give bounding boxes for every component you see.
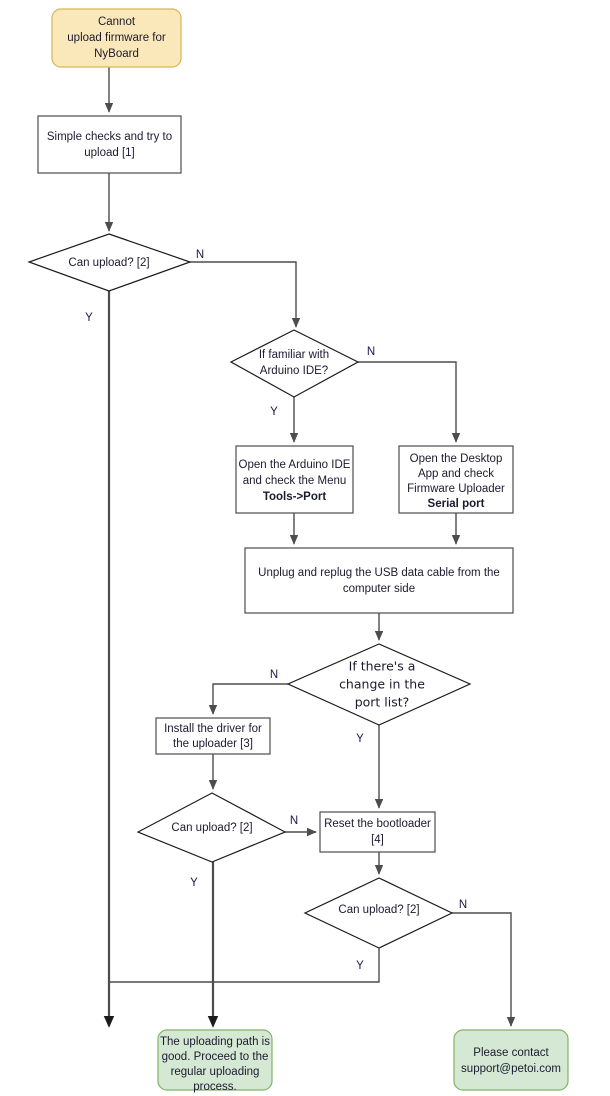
can-upload-3-shape[interactable] — [303, 877, 454, 949]
desktop-app-line-1: Open the Desktop — [410, 453, 503, 465]
node-arduino-ide[interactable]: Open the Arduino IDE and check the Menu … — [235, 445, 354, 514]
node-unplug[interactable]: Unplug and replug the USB data cable fro… — [244, 547, 514, 614]
can-upload-1-label: Can upload? [2] — [68, 257, 149, 269]
success-line-2: good. Proceed to the — [162, 1051, 269, 1063]
edge-label-familiar-ide-no: N — [367, 346, 375, 358]
contact-line-1: Please contact — [473, 1047, 549, 1059]
success-shape[interactable] — [157, 1029, 273, 1091]
node-contact[interactable]: Please contact support@petoi.com — [453, 1029, 569, 1091]
install-driver-line-2: the uploader [3] — [173, 738, 253, 750]
desktop-app-line-3: Firmware Uploader — [407, 483, 505, 495]
familiar-ide-shape[interactable] — [229, 329, 360, 398]
edge-label-can-upload-3-no: N — [459, 899, 467, 911]
desktop-app-line-2: App and check — [418, 468, 494, 480]
can-upload-1-shape[interactable] — [27, 233, 192, 292]
edge-familiar-ide-no — [358, 361, 461, 443]
start-line-1: Cannot — [98, 16, 136, 28]
unplug-line-2: computer side — [343, 583, 415, 595]
simple-checks-line-2: upload [1] — [84, 147, 135, 159]
port-change-line-2: change in the — [339, 677, 425, 692]
start-line-3: NyBoard — [94, 48, 139, 60]
edge-label-can-upload-2-no: N — [290, 815, 298, 827]
desktop-app-shape[interactable] — [398, 445, 514, 514]
edge-label-can-upload-1-yes: Y — [85, 312, 93, 324]
edge-can-upload-1-no — [190, 261, 301, 328]
node-familiar-ide[interactable]: If familiar with Arduino IDE? — [229, 329, 360, 398]
edge-label-familiar-ide-yes: Y — [270, 406, 278, 418]
reset-bootloader-line-1: Reset the bootloader — [324, 818, 431, 830]
unplug-line-1: Unplug and replug the USB data cable fro… — [258, 567, 500, 579]
start-line-2: upload firmware for — [67, 32, 166, 44]
edge-label-can-upload-2-yes: Y — [190, 877, 198, 889]
familiar-ide-line-2: Arduino IDE? — [260, 365, 328, 377]
success-line-1: The uploading path is — [160, 1036, 270, 1048]
desktop-app-serial-port: Serial port — [428, 498, 485, 510]
edge-label-port-change-no: N — [270, 669, 278, 681]
contact-shape[interactable] — [453, 1029, 569, 1091]
node-install-driver[interactable]: Install the driver for the uploader [3] — [155, 717, 271, 755]
can-upload-2-label: Can upload? [2] — [171, 822, 252, 834]
port-change-line-1: If there's a — [349, 659, 416, 674]
reset-bootloader-shape[interactable] — [319, 811, 436, 853]
node-start[interactable]: Cannot upload firmware for NyBoard — [51, 8, 182, 68]
node-reset-bootloader[interactable]: Reset the bootloader [4] — [319, 811, 436, 853]
simple-checks-shape[interactable] — [37, 115, 182, 174]
edge-group — [103, 67, 516, 1028]
arduino-ide-line-2: and check the Menu — [243, 475, 347, 487]
can-upload-3-label: Can upload? [2] — [338, 904, 419, 916]
edge-label-port-change-yes: Y — [356, 733, 364, 745]
arduino-ide-menu-path: Tools->Port — [263, 491, 327, 503]
arduino-ide-shape[interactable] — [235, 445, 354, 514]
start-shape[interactable] — [51, 8, 182, 68]
edge-can-upload-3-yes — [108, 948, 380, 983]
install-driver-shape[interactable] — [155, 717, 271, 755]
familiar-ide-line-1: If familiar with — [259, 349, 329, 361]
success-line-3: regular uploading — [171, 1066, 260, 1078]
simple-checks-line-1: Simple checks and try to — [47, 131, 172, 143]
node-success[interactable]: The uploading path is good. Proceed to t… — [157, 1029, 273, 1093]
node-simple-checks[interactable]: Simple checks and try to upload [1] — [37, 115, 182, 174]
node-can-upload-3[interactable]: Can upload? [2] — [303, 877, 454, 949]
edge-port-change-no — [208, 683, 288, 715]
node-port-change[interactable]: If there's a change in the port list? — [286, 643, 472, 726]
port-change-shape[interactable] — [286, 643, 472, 726]
edge-label-can-upload-1-no: N — [196, 249, 204, 261]
contact-line-2: support@petoi.com — [461, 1063, 561, 1075]
edge-label-group: N Y N Y N Y N Y N Y — [85, 249, 467, 972]
port-change-line-3: port list? — [355, 695, 410, 710]
edge-can-upload-3-no — [452, 912, 516, 1027]
install-driver-line-1: Install the driver for — [164, 723, 262, 735]
node-can-upload-2[interactable]: Can upload? [2] — [136, 792, 287, 863]
edge-label-can-upload-3-yes: Y — [356, 960, 364, 972]
node-can-upload-1[interactable]: Can upload? [2] — [27, 233, 192, 292]
success-line-4: process. — [193, 1081, 236, 1093]
reset-bootloader-line-2: [4] — [371, 834, 384, 846]
can-upload-2-shape[interactable] — [136, 792, 287, 863]
arduino-ide-line-1: Open the Arduino IDE — [239, 459, 351, 471]
node-desktop-app[interactable]: Open the Desktop App and check Firmware … — [398, 445, 514, 514]
unplug-shape[interactable] — [244, 547, 514, 614]
